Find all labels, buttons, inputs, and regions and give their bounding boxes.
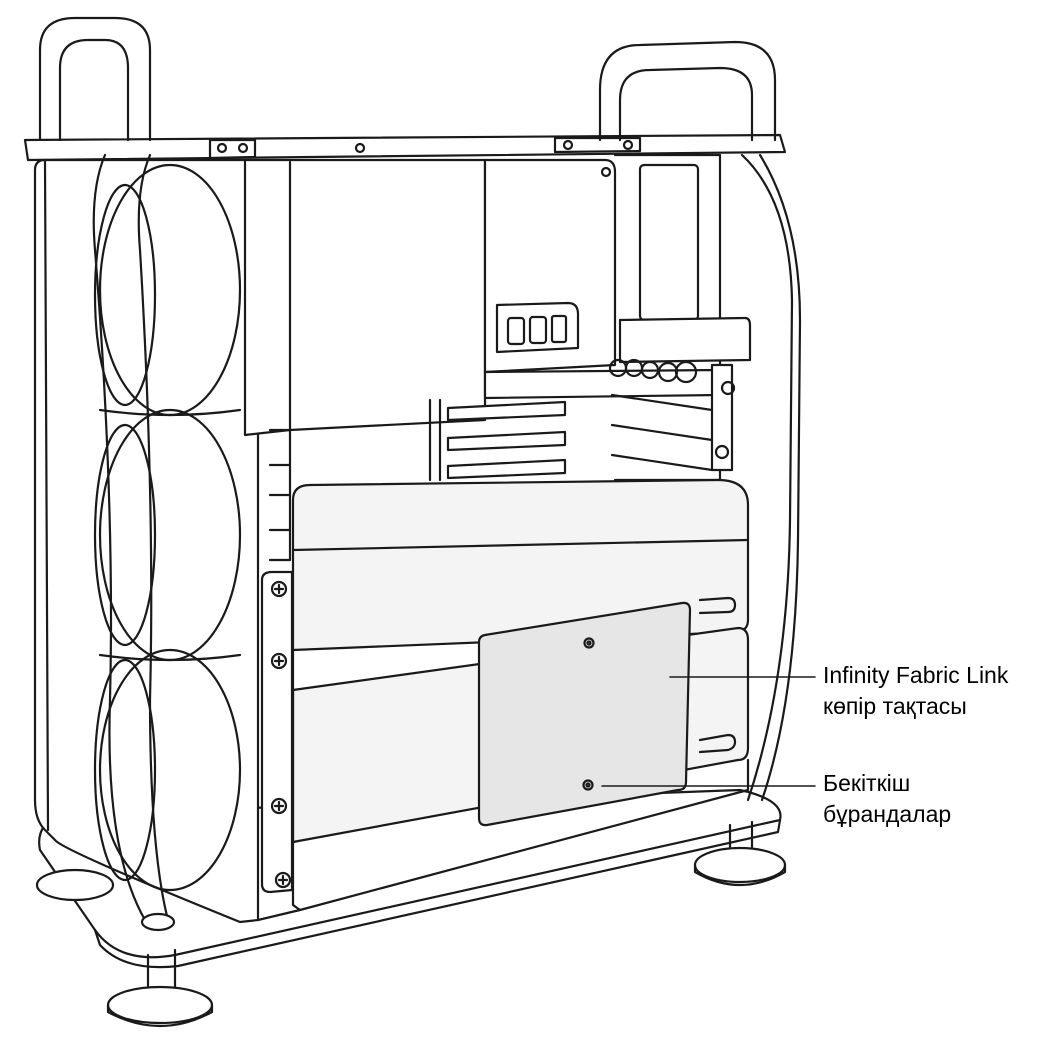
callout-line: көпір тақтасы [823, 693, 967, 719]
callout-label-infinity-fabric-link: Infinity Fabric Link көпір тақтасы [823, 660, 1008, 722]
rear-window [638, 163, 700, 322]
mounting-screws-on-board [582, 637, 595, 791]
side-screws [270, 580, 292, 889]
foot-front-left [106, 948, 214, 1027]
callout-label-mounting-screws: Бекіткіш бұрандалар [823, 768, 951, 830]
infinity-fabric-link-bridge [477, 601, 692, 827]
handle-right [598, 40, 777, 142]
pcie-cover-left [243, 158, 487, 437]
top-rail [23, 133, 787, 162]
pcie-bracket [710, 363, 734, 472]
pcie-latch [483, 368, 722, 400]
fan-panel [33, 158, 260, 924]
callout-line: Infinity Fabric Link [823, 662, 1009, 688]
foot-back-left [35, 868, 115, 902]
callout-line: бұрандалар [823, 801, 952, 827]
foot-right [693, 820, 787, 887]
callout-line: Бекіткіш [823, 770, 911, 796]
fan-bottom [93, 648, 242, 892]
pcie-slots [428, 393, 714, 482]
handle-left [38, 16, 152, 142]
